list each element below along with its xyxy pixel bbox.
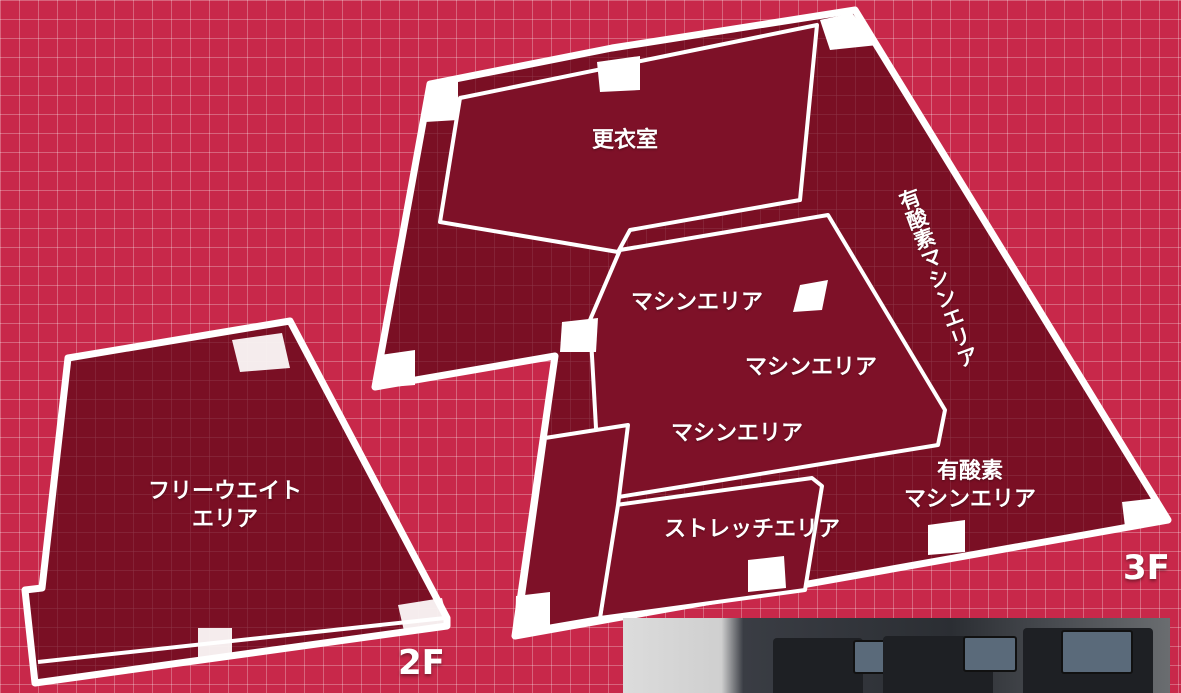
floor-2f-label: 2F bbox=[398, 643, 445, 683]
area-locker-room-label: 更衣室 bbox=[591, 128, 658, 153]
area-machine-3-label: マシンエリア bbox=[670, 421, 803, 446]
area-machine-2-label: マシンエリア bbox=[744, 355, 877, 380]
area-machine-2: マシンエリア bbox=[736, 354, 886, 382]
treadmill-1 bbox=[773, 638, 863, 693]
treadmill-photo bbox=[623, 618, 1170, 693]
area-free-weight: フリーウエイト エリア bbox=[140, 478, 310, 533]
area-free-weight-label: フリーウエイト エリア bbox=[147, 479, 302, 532]
treadmill-screen-3 bbox=[1061, 630, 1133, 674]
area-stretch-label: ストレッチエリア bbox=[663, 517, 840, 542]
area-cardio: 有酸素 マシンエリア bbox=[890, 458, 1050, 513]
area-machine-1: マシンエリア bbox=[622, 289, 772, 317]
area-locker-room: 更衣室 bbox=[580, 127, 670, 155]
area-machine-1-label: マシンエリア bbox=[630, 290, 763, 315]
area-cardio-label: 有酸素 マシンエリア bbox=[903, 459, 1036, 512]
area-machine-3: マシンエリア bbox=[662, 420, 812, 448]
floor-3f-outline bbox=[371, 6, 1172, 640]
area-stretch: ストレッチエリア bbox=[652, 516, 852, 544]
floor-3f-label: 3F bbox=[1123, 548, 1170, 588]
floor-2f-outline bbox=[21, 317, 451, 687]
treadmill-screen-2 bbox=[963, 636, 1017, 672]
